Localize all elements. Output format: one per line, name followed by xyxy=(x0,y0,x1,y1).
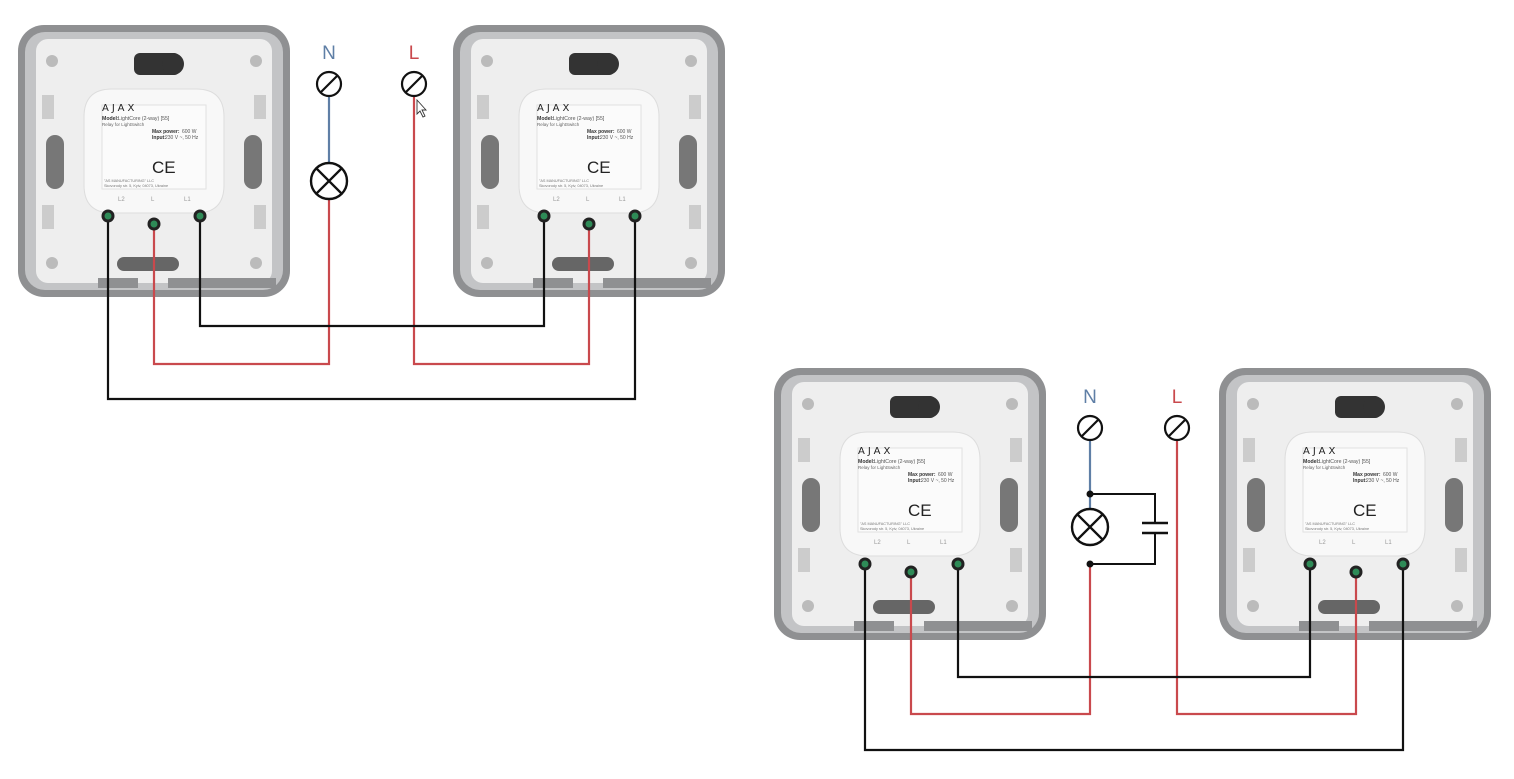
model-value: LightCore (2-way) [55] xyxy=(874,459,926,465)
terminal-l2-label: L2 xyxy=(1319,540,1326,546)
model-label: Model: xyxy=(102,116,119,122)
ce-mark: CE xyxy=(1353,501,1377,520)
manufacturer-text: "AS MANUFACTURING" LLC xyxy=(1305,522,1355,526)
terminal-l2-relay-2 xyxy=(537,209,551,223)
input-label: Input: xyxy=(908,478,922,484)
max-power-value: 600 W xyxy=(182,129,197,135)
input-label: Input: xyxy=(152,135,166,141)
model-label: Model: xyxy=(858,459,875,465)
manufacturer-text: "AS MANUFACTURING" LLC xyxy=(104,179,154,183)
relay-unit-top-right: AJAX Model: LightCore (2-way) [55] Relay… xyxy=(453,25,725,297)
terminal-l-label: L xyxy=(586,197,590,203)
model-label: Model: xyxy=(537,116,554,122)
max-power-value: 600 W xyxy=(938,472,953,478)
address-text: Skovorody str. 5, Kyiv, 04073, Ukraine xyxy=(860,527,924,531)
bottom-diagram: AJAX Model: LightCore (2-way) [55] Relay… xyxy=(774,368,1491,752)
address-text: Skovorody str. 5, Kyiv, 04073, Ukraine xyxy=(539,184,603,188)
address-text: Skovorody str. 5, Kyiv, 04073, Ukraine xyxy=(1305,527,1369,531)
lamp-icon xyxy=(309,161,349,201)
device-subtitle: Relay for LightSwitch xyxy=(1303,465,1346,470)
neutral-label: N xyxy=(1083,387,1097,408)
neutral-clamp-icon xyxy=(1076,414,1104,442)
top-diagram: AJAX Model: LightCore (2-way) [55] Relay… xyxy=(18,25,725,401)
cursor-icon xyxy=(416,98,428,118)
live-clamp-icon xyxy=(1163,414,1191,442)
supply-live-wire xyxy=(412,96,591,366)
manufacturer-text: "AS MANUFACTURING" LLC xyxy=(539,179,589,183)
terminal-l2-label: L2 xyxy=(553,197,560,203)
device-subtitle: Relay for LightSwitch xyxy=(858,465,901,470)
input-value: 230 V ~, 50 Hz xyxy=(921,478,955,484)
brand-logo: AJAX xyxy=(1303,446,1338,457)
model-value: LightCore (2-way) [55] xyxy=(1319,459,1371,465)
input-label: Input: xyxy=(587,135,601,141)
lamp-live-wire xyxy=(909,564,1092,716)
device-subtitle: Relay for LightSwitch xyxy=(537,122,580,127)
terminal-l2-relay-1 xyxy=(101,209,115,223)
l2-link-wire xyxy=(106,216,637,401)
terminal-l2-relay-3 xyxy=(858,557,872,571)
terminal-l-relay-4 xyxy=(1349,565,1363,579)
lamp-icon xyxy=(1070,507,1110,547)
terminal-l1-label: L1 xyxy=(619,197,626,203)
manufacturer-text: "AS MANUFACTURING" LLC xyxy=(860,522,910,526)
ce-mark: CE xyxy=(587,158,611,177)
model-label: Model: xyxy=(1303,459,1320,465)
relay-unit-bottom-right: AJAX Model: LightCore (2-way) [55] Relay… xyxy=(1219,368,1491,640)
brand-logo: AJAX xyxy=(102,103,137,114)
terminal-l-relay-3 xyxy=(904,565,918,579)
terminal-l1-label: L1 xyxy=(1385,540,1392,546)
max-power-label: Max power: xyxy=(152,129,180,135)
terminal-l-label: L xyxy=(1352,540,1356,546)
terminal-l2-label: L2 xyxy=(874,540,881,546)
terminal-l1-relay-1 xyxy=(193,209,207,223)
ce-mark: CE xyxy=(152,158,176,177)
max-power-label: Max power: xyxy=(1353,472,1381,478)
max-power-label: Max power: xyxy=(587,129,615,135)
terminal-l1-relay-4 xyxy=(1396,557,1410,571)
terminal-l2-label: L2 xyxy=(118,197,125,203)
terminal-l-relay-1 xyxy=(147,217,161,231)
terminal-l1-label: L1 xyxy=(184,197,191,203)
junction-dot xyxy=(1086,490,1094,498)
neutral-clamp-icon xyxy=(315,70,343,98)
live-label: L xyxy=(1172,387,1183,408)
model-value: LightCore (2-way) [55] xyxy=(118,116,170,122)
input-value: 230 V ~, 50 Hz xyxy=(1366,478,1400,484)
terminal-l1-relay-3 xyxy=(951,557,965,571)
l1-link-wire xyxy=(198,216,546,328)
relay-unit-top-left: AJAX Model: LightCore (2-way) [55] Relay… xyxy=(18,25,290,297)
l2-link-wire xyxy=(863,564,1405,752)
brand-logo: AJAX xyxy=(858,446,893,457)
brand-logo: AJAX xyxy=(537,103,572,114)
input-value: 230 V ~, 50 Hz xyxy=(600,135,634,141)
terminal-l2-relay-4 xyxy=(1303,557,1317,571)
max-power-value: 600 W xyxy=(617,129,632,135)
live-label: L xyxy=(409,43,420,64)
address-text: Skovorody str. 5, Kyiv, 04073, Ukraine xyxy=(104,184,168,188)
terminal-l-label: L xyxy=(907,540,911,546)
terminal-l-relay-2 xyxy=(582,217,596,231)
max-power-value: 600 W xyxy=(1383,472,1398,478)
neutral-label: N xyxy=(322,43,336,64)
ce-mark: CE xyxy=(908,501,932,520)
input-label: Input: xyxy=(1353,478,1367,484)
input-value: 230 V ~, 50 Hz xyxy=(165,135,199,141)
supply-live-wire xyxy=(1175,440,1358,716)
max-power-label: Max power: xyxy=(908,472,936,478)
live-clamp-icon xyxy=(400,70,428,98)
terminal-l-label: L xyxy=(151,197,155,203)
device-subtitle: Relay for LightSwitch xyxy=(102,122,145,127)
terminal-l1-relay-2 xyxy=(628,209,642,223)
l1-link-wire xyxy=(956,564,1312,679)
relay-unit-bottom-left: AJAX Model: LightCore (2-way) [55] Relay… xyxy=(774,368,1046,640)
model-value: LightCore (2-way) [55] xyxy=(553,116,605,122)
junction-dot xyxy=(1086,560,1094,568)
lamp-live-wire xyxy=(152,199,331,366)
terminal-l1-label: L1 xyxy=(940,540,947,546)
capacitor-bypass xyxy=(1086,490,1168,568)
